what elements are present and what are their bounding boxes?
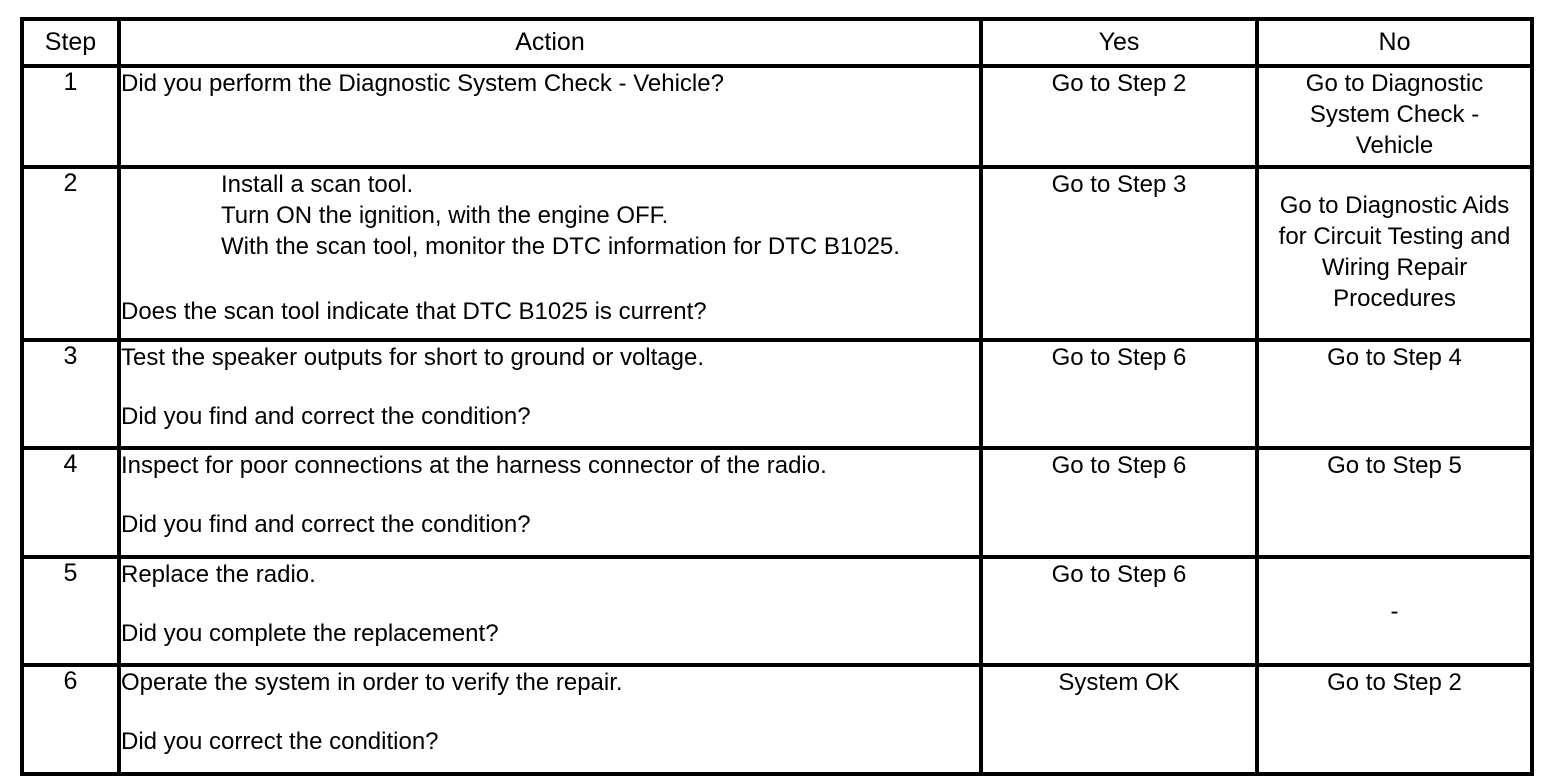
no-text: Go to Step 4 [1327, 344, 1462, 371]
no-text: - [1390, 597, 1399, 625]
action-question: Did you find and correct the condition? [121, 511, 531, 538]
action-text: Did you perform the Diagnostic System Ch… [121, 70, 724, 97]
yes-cell: Go to Step 3 [979, 165, 1259, 342]
yes-cell: System OK [979, 663, 1259, 776]
spacer [121, 262, 979, 296]
column-header-no: No [1255, 17, 1534, 68]
no-cell: Go to Step 5 [1255, 446, 1534, 559]
action-cell: Replace the radio. Did you complete the … [117, 555, 983, 667]
spacer [121, 698, 979, 726]
action-cell: Did you perform the Diagnostic System Ch… [117, 64, 983, 169]
spacer [121, 373, 979, 401]
header-row: Step Action Yes No [20, 17, 1534, 68]
action-question: Does the scan tool indicate that DTC B10… [121, 298, 707, 325]
table-row: 3 Test the speaker outputs for short to … [20, 338, 1534, 450]
action-cell: Test the speaker outputs for short to gr… [117, 338, 983, 450]
yes-text: System OK [1058, 669, 1180, 696]
table-row: 6 Operate the system in order to verify … [20, 663, 1534, 776]
no-text: Go to Diagnostic Aids for Circuit Testin… [1278, 191, 1511, 312]
action-question: Did you correct the condition? [121, 728, 439, 755]
yes-cell: Go to Step 6 [979, 555, 1259, 667]
no-text: Go to Step 2 [1327, 669, 1462, 696]
table-row: 4 Inspect for poor connections at the ha… [20, 446, 1534, 559]
yes-text: Go to Step 2 [1051, 70, 1187, 97]
step-number-cell: 1 [20, 64, 121, 169]
step-number-cell: 4 [20, 446, 121, 559]
column-header-yes: Yes [979, 17, 1259, 68]
action-text: Inspect for poor connections at the harn… [121, 452, 827, 479]
no-text: Go to Step 5 [1327, 452, 1462, 479]
spacer [121, 590, 979, 618]
no-cell: - [1255, 555, 1534, 667]
diagnostic-table: Step Action Yes No 1 Did you perform the… [20, 17, 1534, 776]
step-number-cell: 2 [20, 165, 121, 342]
table-row: 2 Install a scan tool. Turn ON the ignit… [20, 165, 1534, 342]
no-text: Go to Diagnostic System Check - Vehicle [1305, 70, 1484, 159]
no-cell: Go to Step 2 [1255, 663, 1534, 776]
column-header-action: Action [117, 17, 983, 68]
step-number-cell: 5 [20, 555, 121, 667]
table-row: 1 Did you perform the Diagnostic System … [20, 64, 1534, 169]
action-text: Replace the radio. [121, 561, 316, 588]
no-cell: Go to Diagnostic Aids for Circuit Testin… [1255, 165, 1534, 342]
action-question: Did you find and correct the condition? [121, 403, 531, 430]
yes-cell: Go to Step 2 [979, 64, 1259, 169]
action-cell: Inspect for poor connections at the harn… [117, 446, 983, 559]
yes-text: Go to Step 3 [1051, 171, 1187, 198]
no-cell: Go to Diagnostic System Check - Vehicle [1255, 64, 1534, 169]
action-instruction-list: Install a scan tool. Turn ON the ignitio… [221, 171, 900, 260]
step-number-cell: 6 [20, 663, 121, 776]
table-body: 1 Did you perform the Diagnostic System … [20, 64, 1534, 776]
action-cell: Install a scan tool. Turn ON the ignitio… [117, 165, 983, 342]
action-text: Operate the system in order to verify th… [121, 669, 623, 696]
yes-text: Go to Step 6 [1051, 561, 1187, 588]
table-header: Step Action Yes No [20, 17, 1534, 68]
action-question: Did you complete the replacement? [121, 620, 499, 647]
yes-text: Go to Step 6 [1051, 344, 1187, 371]
action-cell: Operate the system in order to verify th… [117, 663, 983, 776]
step-number-cell: 3 [20, 338, 121, 450]
yes-cell: Go to Step 6 [979, 446, 1259, 559]
no-cell: Go to Step 4 [1255, 338, 1534, 450]
spacer [121, 481, 979, 509]
column-header-step: Step [20, 17, 121, 68]
yes-text: Go to Step 6 [1051, 452, 1187, 479]
action-text: Test the speaker outputs for short to gr… [121, 344, 705, 371]
yes-cell: Go to Step 6 [979, 338, 1259, 450]
table-row: 5 Replace the radio. Did you complete th… [20, 555, 1534, 667]
